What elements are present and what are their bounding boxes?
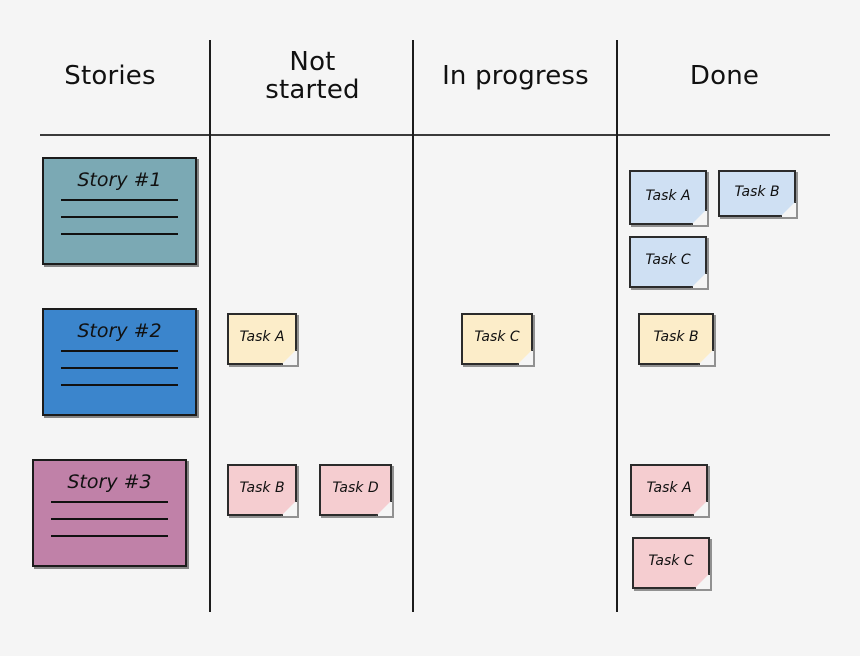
note-label: Task B (734, 183, 780, 200)
story-card-1-lines (44, 199, 195, 235)
folded-corner-icon (691, 272, 707, 288)
story-card-1[interactable]: Story #1 (42, 157, 197, 265)
story-card-2-title: Story #2 (77, 320, 162, 342)
note-label: Task D (332, 480, 379, 496)
folded-corner-icon (692, 500, 708, 516)
note-done-row3-1[interactable]: Task A (630, 464, 708, 516)
note-label: Task B (653, 329, 699, 345)
note-done-row1-2[interactable]: Task B (718, 170, 796, 217)
story-card-2[interactable]: Story #2 (42, 308, 197, 416)
column-header-not-started-line1: Not (289, 47, 336, 77)
note-done-row2-1[interactable]: Task B (638, 313, 714, 365)
story-card-2-lines (44, 350, 195, 386)
column-header-done: Done (622, 62, 827, 90)
story-card-3-lines (34, 501, 185, 537)
note-not-started-row3-2[interactable]: Task D (319, 464, 392, 516)
column-header-not-started: Not started (215, 48, 410, 104)
column-divider-2 (412, 40, 414, 612)
column-header-stories-line1: Stories (64, 61, 156, 91)
folded-corner-icon (691, 209, 707, 225)
folded-corner-icon (376, 500, 392, 516)
note-label: Task A (646, 480, 692, 496)
note-label: Task C (648, 553, 694, 569)
column-header-not-started-line2: started (265, 75, 360, 106)
note-label: Task A (239, 329, 285, 345)
folded-corner-icon (517, 349, 533, 365)
folded-corner-icon (780, 201, 796, 217)
story-card-3-title: Story #3 (67, 471, 152, 493)
folded-corner-icon (281, 500, 297, 516)
column-divider-3 (616, 40, 618, 612)
story-card-1-title: Story #1 (77, 169, 162, 191)
header-divider-line (40, 134, 830, 136)
column-header-in-progress: In progress (418, 62, 613, 90)
column-header-in-progress-line1: In progress (442, 61, 589, 91)
note-done-row1-1[interactable]: Task A (629, 170, 707, 225)
column-header-done-line1: Done (689, 61, 760, 91)
note-not-started-row2-1[interactable]: Task A (227, 313, 297, 365)
note-done-row1-3[interactable]: Task C (629, 236, 707, 288)
folded-corner-icon (281, 349, 297, 365)
note-label: Task C (474, 329, 520, 345)
column-divider-1 (209, 40, 211, 612)
note-done-row3-2[interactable]: Task C (632, 537, 710, 589)
note-not-started-row3-1[interactable]: Task B (227, 464, 297, 516)
note-label: Task B (239, 480, 285, 496)
note-label: Task A (645, 187, 691, 204)
column-header-stories: Stories (20, 62, 200, 90)
folded-corner-icon (698, 349, 714, 365)
folded-corner-icon (694, 573, 710, 589)
note-in-progress-row2-1[interactable]: Task C (461, 313, 533, 365)
note-label: Task C (645, 252, 691, 268)
story-card-3[interactable]: Story #3 (32, 459, 187, 567)
